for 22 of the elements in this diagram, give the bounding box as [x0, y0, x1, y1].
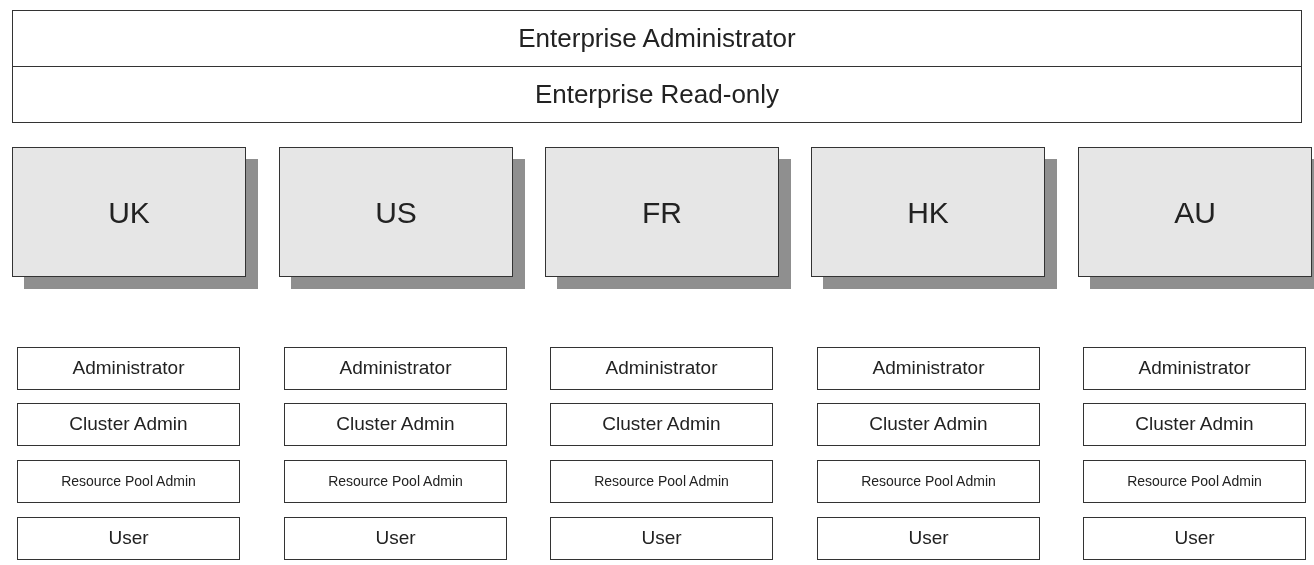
role-box: Administrator	[817, 347, 1040, 390]
role-box: Administrator	[1083, 347, 1306, 390]
role-box: Cluster Admin	[550, 403, 773, 446]
role-box: Administrator	[17, 347, 240, 390]
role-box: Resource Pool Admin	[817, 460, 1040, 503]
role-box: User	[284, 517, 507, 560]
role-box: Resource Pool Admin	[284, 460, 507, 503]
role-box: User	[550, 517, 773, 560]
role-box: Cluster Admin	[17, 403, 240, 446]
role-box: Cluster Admin	[1083, 403, 1306, 446]
role-band: Enterprise Read-only	[12, 66, 1302, 123]
role-box: User	[17, 517, 240, 560]
role-box: User	[817, 517, 1040, 560]
role-box: Administrator	[284, 347, 507, 390]
role-box: Resource Pool Admin	[550, 460, 773, 503]
role-box: User	[1083, 517, 1306, 560]
role-box: Cluster Admin	[284, 403, 507, 446]
role-box: Cluster Admin	[817, 403, 1040, 446]
role-band: Enterprise Administrator	[12, 10, 1302, 67]
role-box: Resource Pool Admin	[17, 460, 240, 503]
role-box: Administrator	[550, 347, 773, 390]
role-box: Resource Pool Admin	[1083, 460, 1306, 503]
